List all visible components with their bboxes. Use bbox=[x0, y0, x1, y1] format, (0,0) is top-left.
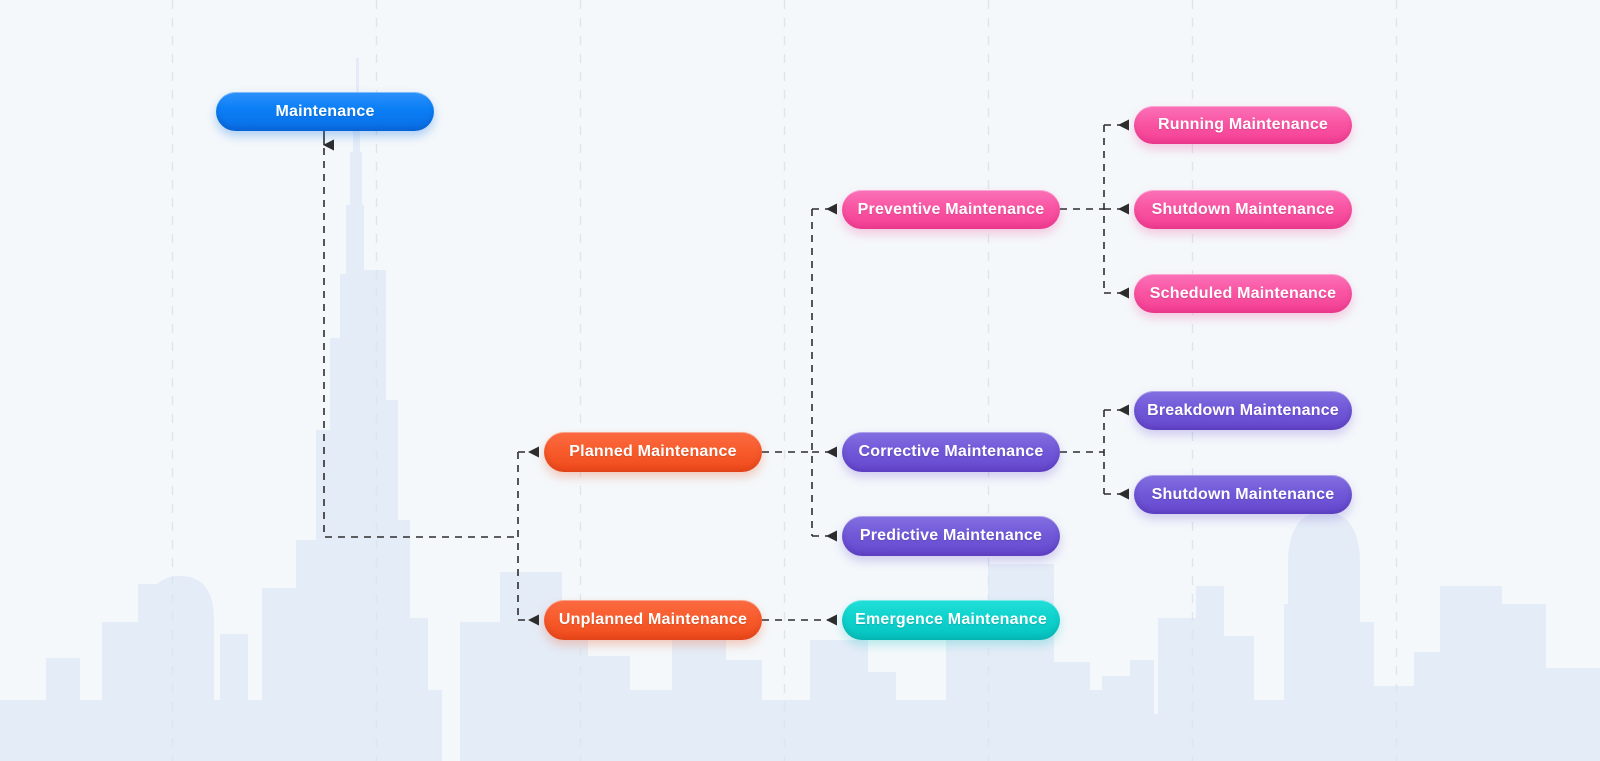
node-label: Maintenance bbox=[275, 102, 375, 120]
node-label: Predictive Maintenance bbox=[859, 527, 1043, 544]
node-label: Corrective Maintenance bbox=[858, 443, 1044, 460]
node-maintenance[interactable]: Maintenance bbox=[216, 92, 434, 131]
node-label: Shutdown Maintenance bbox=[1151, 200, 1335, 218]
node-predictive-maintenance[interactable]: Predictive Maintenance bbox=[842, 516, 1060, 556]
node-preventive-maintenance[interactable]: Preventive Maintenance bbox=[842, 190, 1060, 229]
node-label: Preventive Maintenance bbox=[857, 200, 1045, 218]
node-running-maintenance[interactable]: Running Maintenance bbox=[1134, 106, 1352, 144]
node-label: Scheduled Maintenance bbox=[1149, 284, 1337, 302]
node-corrective-maintenance[interactable]: Corrective Maintenance bbox=[842, 432, 1060, 472]
node-label: Running Maintenance bbox=[1157, 116, 1329, 133]
node-label: Planned Maintenance bbox=[569, 443, 737, 460]
node-label: Breakdown Maintenance bbox=[1147, 401, 1339, 419]
node-label: Shutdown Maintenance bbox=[1151, 485, 1335, 503]
node-unplanned-maintenance[interactable]: Unplanned Maintenance bbox=[544, 600, 762, 640]
node-emergence-maintenance[interactable]: Emergence Maintenance bbox=[842, 600, 1060, 640]
node-shutdown-maintenance-corrective[interactable]: Shutdown Maintenance bbox=[1134, 475, 1352, 514]
node-planned-maintenance[interactable]: Planned Maintenance bbox=[544, 432, 762, 472]
node-breakdown-maintenance[interactable]: Breakdown Maintenance bbox=[1134, 391, 1352, 430]
node-label: Emergence Maintenance bbox=[855, 611, 1047, 628]
node-shutdown-maintenance-preventive[interactable]: Shutdown Maintenance bbox=[1134, 190, 1352, 229]
node-label: Unplanned Maintenance bbox=[558, 611, 748, 628]
node-scheduled-maintenance[interactable]: Scheduled Maintenance bbox=[1134, 274, 1352, 313]
